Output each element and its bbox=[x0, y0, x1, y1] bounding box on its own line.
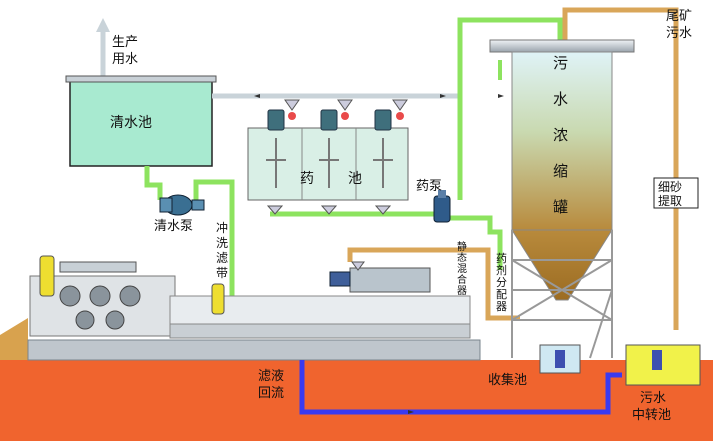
thickener-label: 污 水 浓 缩 罐 bbox=[553, 54, 573, 216]
sludge-feed-pipe bbox=[347, 247, 520, 321]
tailings-inlet-pipe bbox=[562, 7, 679, 330]
ground-slope bbox=[0, 318, 28, 360]
flow-arrows bbox=[254, 94, 504, 414]
thickener-support-frame bbox=[511, 230, 613, 359]
ground-base bbox=[0, 360, 713, 441]
filtrate-return-pipe bbox=[299, 360, 622, 415]
machine-platform bbox=[27, 339, 481, 361]
collection-pump bbox=[555, 350, 565, 368]
chemical-distributor-label: 药 剂 分 配 器 bbox=[496, 252, 511, 313]
agitator-motors bbox=[267, 109, 392, 131]
chemical-pump-icon bbox=[433, 190, 451, 223]
clear-water-tank-lid bbox=[65, 75, 217, 83]
chemical-tank-label-1: 药 bbox=[300, 171, 314, 187]
outlet-funnels bbox=[266, 205, 392, 215]
fine-sand-box bbox=[653, 177, 699, 209]
inlet-valves bbox=[288, 112, 404, 120]
fine-sand-extraction-label: 细砂 提取 bbox=[658, 180, 686, 208]
clear-water-pump-label: 清水泵 bbox=[154, 219, 193, 234]
belt-filter-press bbox=[29, 255, 471, 339]
dosing-supply-pipe bbox=[457, 17, 563, 200]
static-mixer bbox=[329, 261, 431, 293]
chemical-pump-label: 药泵 bbox=[416, 179, 442, 194]
chemical-tank-label-2: 池 bbox=[348, 171, 362, 187]
tailings-wastewater-label: 尾矿 污水 bbox=[666, 9, 696, 41]
agitator-set bbox=[266, 138, 393, 188]
collection-tank-label: 收集池 bbox=[488, 372, 527, 388]
production-water-arrow bbox=[96, 18, 110, 32]
wash-water-pipe bbox=[193, 179, 235, 300]
clear-water-pump-icon bbox=[159, 194, 205, 216]
thickener-top-cap bbox=[489, 39, 635, 53]
transfer-pump bbox=[652, 350, 662, 370]
wash-filter-belt-label: 冲 洗 滤 带 bbox=[216, 220, 232, 280]
thickener-body bbox=[511, 51, 613, 231]
clear-water-tank-label: 清水池 bbox=[110, 115, 152, 131]
transfer-tank-label: 污水 中转池 bbox=[632, 391, 671, 423]
transfer-tank bbox=[625, 344, 701, 386]
inlet-funnels bbox=[284, 99, 408, 111]
filtrate-return-label: 滤液 回流 bbox=[258, 369, 288, 401]
clear-water-pump-pipe bbox=[144, 166, 163, 200]
clear-water-tank bbox=[69, 79, 213, 167]
collection-tank bbox=[539, 344, 581, 374]
production-water-label: 生产 用水 bbox=[112, 35, 142, 67]
static-mixer-label: 静 态 混 合 器 bbox=[457, 240, 470, 297]
